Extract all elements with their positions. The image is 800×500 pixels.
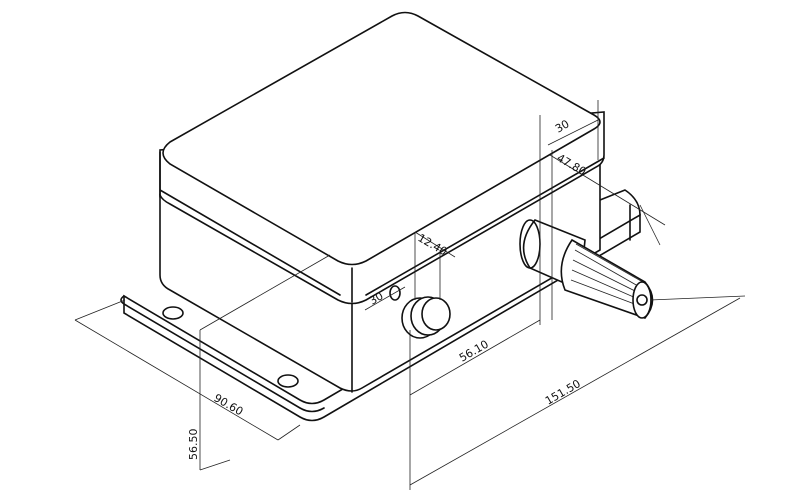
cable-gland <box>519 219 654 319</box>
dim-gland-top: 30 <box>553 117 572 135</box>
mounting-hole <box>162 306 184 320</box>
base-plate <box>120 189 641 422</box>
dim-depth: 90.60 <box>212 391 246 418</box>
dim-height: 56.50 <box>187 429 200 461</box>
dim-overall-length: 151.50 <box>543 377 583 408</box>
enclosure-lid <box>159 11 605 305</box>
push-button <box>389 285 451 339</box>
mounting-hole <box>277 374 299 388</box>
dim-button-height: 30 <box>367 289 386 307</box>
dimension-lines <box>74 100 746 490</box>
dim-gland-offset: 56.10 <box>457 338 491 365</box>
